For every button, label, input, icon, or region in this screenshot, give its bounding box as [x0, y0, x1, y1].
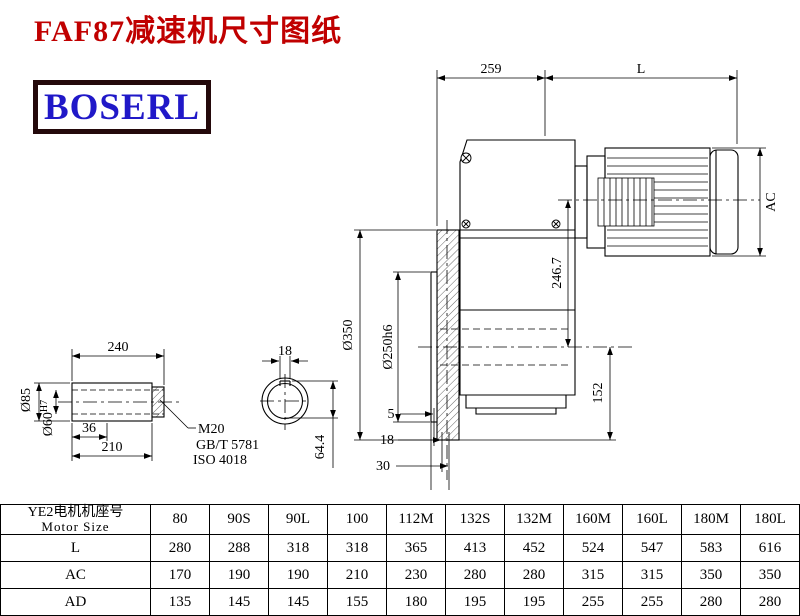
dim-cell: 315	[563, 561, 623, 589]
dim-flange-dia-label: Ø350	[341, 319, 356, 350]
table-row-AD: AD 135 145 145 155 180 195 195 255 255 2…	[0, 588, 800, 616]
gearbox-main-view	[430, 139, 576, 441]
dim-cell: 155	[327, 588, 387, 616]
dim-cell: 190	[268, 561, 328, 589]
dim-36-label: 36	[82, 421, 96, 436]
dim-30-label: 30	[376, 459, 390, 474]
dim-cell: 547	[622, 534, 682, 562]
dim-259-label: 259	[481, 62, 502, 77]
size-header: 90S	[209, 504, 269, 535]
standard-iso-label: ISO 4018	[193, 453, 247, 468]
dim-cell: 365	[386, 534, 446, 562]
dim-bore-dia-label: Ø60H7	[39, 400, 56, 436]
dim-cell: 170	[150, 561, 210, 589]
row-label: AC	[0, 561, 151, 589]
dim-cell: 350	[681, 561, 741, 589]
dim-cell: 288	[209, 534, 269, 562]
dim-cell: 524	[563, 534, 623, 562]
dimension-table: YE2电机机座号 Motor Size 80 90S 90L 100 112M …	[0, 504, 800, 616]
dim-keydepth-label: 64.4	[313, 435, 328, 460]
dim-246-label: 246.7	[550, 257, 565, 289]
table-header-row: YE2电机机座号 Motor Size 80 90S 90L 100 112M …	[0, 504, 800, 535]
size-header: 132S	[445, 504, 505, 535]
dim-152-label: 152	[591, 383, 606, 404]
dim-cell: 413	[445, 534, 505, 562]
dim-cell: 255	[563, 588, 623, 616]
dim-L-label: L	[637, 62, 646, 77]
dim-shaft-dia-label: Ø85	[19, 388, 34, 412]
motor-size-header: YE2电机机座号 Motor Size	[0, 504, 151, 535]
dimension-lines	[34, 70, 766, 490]
dimension-labels: 259 L AC Ø350 Ø250h6 246.7 152 5 18 30 2…	[19, 62, 779, 474]
motor-stator	[597, 177, 655, 227]
dim-cell: 195	[504, 588, 564, 616]
technical-drawing: 259 L AC Ø350 Ø250h6 246.7 152 5 18 30 2…	[19, 62, 779, 490]
dim-cell: 280	[504, 561, 564, 589]
dim-cell: 230	[386, 561, 446, 589]
dim-cell: 255	[622, 588, 682, 616]
dim-spigot-dia-label: Ø250h6	[381, 324, 396, 369]
output-flange	[436, 229, 460, 441]
table-row-L: L 280 288 318 318 365 413 452 524 547 58…	[0, 534, 800, 562]
dim-cell: 452	[504, 534, 564, 562]
size-header: 100	[327, 504, 387, 535]
brand-logo-text: BOSERL	[43, 86, 201, 128]
dim-cell: 280	[740, 588, 800, 616]
brand-logo: BOSERL	[33, 80, 211, 134]
table-row-AC: AC 170 190 190 210 230 280 280 315 315 3…	[0, 561, 800, 589]
size-header: 160M	[563, 504, 623, 535]
dim-210-label: 210	[102, 440, 123, 455]
dim-cell: 280	[681, 588, 741, 616]
dim-cell: 135	[150, 588, 210, 616]
dim-cell: 280	[150, 534, 210, 562]
dim-5-label: 5	[388, 407, 395, 422]
bolt-icon	[460, 152, 561, 229]
size-header: 180M	[681, 504, 741, 535]
dim-cell: 180	[386, 588, 446, 616]
thread-callout-label: M20	[198, 422, 224, 437]
dim-240-label: 240	[108, 340, 129, 355]
dim-cell: 145	[209, 588, 269, 616]
dim-cell: 318	[268, 534, 328, 562]
size-header: 160L	[622, 504, 682, 535]
dim-cell: 315	[622, 561, 682, 589]
dim-cell: 616	[740, 534, 800, 562]
dim-AC-label: AC	[764, 192, 779, 211]
standard-gb-label: GB/T 5781	[196, 438, 259, 453]
page-title: FAF87减速机尺寸图纸	[34, 15, 343, 48]
dim-cell: 350	[740, 561, 800, 589]
dim-cell: 280	[445, 561, 505, 589]
dim-cell: 145	[268, 588, 328, 616]
dim-18-label: 18	[380, 433, 394, 448]
size-header: 112M	[386, 504, 446, 535]
motor-size-header-cn: YE2电机机座号	[27, 505, 124, 520]
fan-cover	[709, 149, 739, 255]
dim-cell: 318	[327, 534, 387, 562]
motor	[574, 147, 739, 257]
dim-cell: 583	[681, 534, 741, 562]
dim-cell: 195	[445, 588, 505, 616]
row-label: AD	[0, 588, 151, 616]
dim-cell: 210	[327, 561, 387, 589]
size-header: 80	[150, 504, 210, 535]
size-header: 180L	[740, 504, 800, 535]
size-header: 90L	[268, 504, 328, 535]
dim-cell: 190	[209, 561, 269, 589]
size-header: 132M	[504, 504, 564, 535]
centerlines	[58, 199, 760, 480]
dim-keywidth-label: 18	[278, 344, 292, 359]
row-label: L	[0, 534, 151, 562]
motor-size-header-en: Motor Size	[41, 519, 110, 534]
